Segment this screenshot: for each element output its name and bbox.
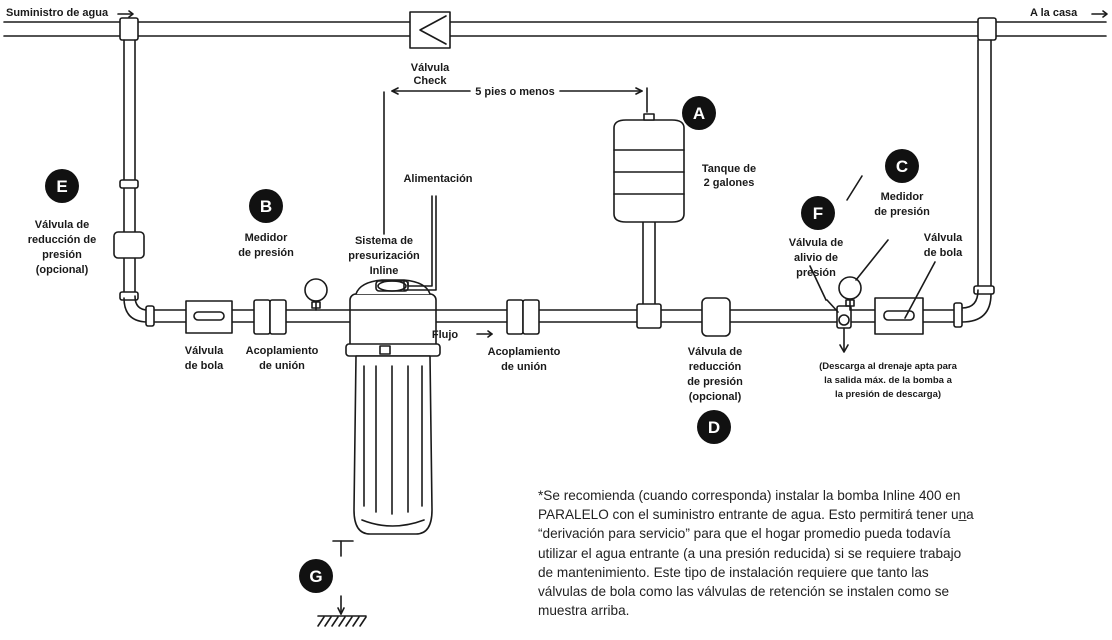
svg-text:Tanque de: Tanque de: [702, 163, 756, 175]
svg-text:de bola: de bola: [185, 360, 224, 372]
svg-text:la presión de descarga): la presión de descarga): [835, 389, 941, 400]
svg-text:Medidor: Medidor: [881, 191, 924, 203]
clearance-dimension-g: [317, 540, 367, 617]
label-union-right: Acoplamiento de unión: [488, 346, 561, 373]
pressure-tank: [613, 113, 685, 223]
svg-text:Válvula de: Válvula de: [688, 346, 742, 358]
svg-text:A: A: [693, 104, 705, 123]
svg-text:Sistema de: Sistema de: [355, 235, 413, 247]
union-coupling-right: [506, 299, 540, 335]
ball-valve-left: [185, 300, 233, 334]
note-line: utilizar el agua entrante (a una presión…: [538, 545, 962, 561]
svg-text:D: D: [708, 418, 720, 437]
svg-text:(opcional): (opcional): [689, 391, 742, 403]
label-tank: Tanque de 2 galones: [702, 163, 756, 189]
svg-text:presurización: presurización: [348, 250, 420, 262]
top-pipe: [3, 21, 1107, 37]
svg-text:Inline: Inline: [370, 265, 399, 277]
label-flow: Flujo: [432, 329, 459, 341]
pressure-gauge-b: [304, 278, 328, 311]
svg-text:Válvula de: Válvula de: [789, 237, 843, 249]
svg-text:C: C: [896, 157, 908, 176]
relief-valve-f: [826, 299, 852, 353]
label-distance: 5 pies o menos: [475, 86, 554, 98]
leader-lines: [383, 91, 936, 319]
svg-text:reducción: reducción: [689, 361, 742, 373]
label-discharge: (Descarga al drenaje apta para la salida…: [819, 361, 958, 400]
svg-text:Válvula: Válvula: [411, 62, 450, 74]
svg-text:Acoplamiento: Acoplamiento: [246, 345, 319, 357]
note-line: *Se recomienda (cuando corresponda) inst…: [538, 488, 961, 503]
svg-text:de presión: de presión: [238, 247, 294, 259]
svg-text:Válvula de: Válvula de: [35, 219, 89, 231]
label-relief-valve: Válvula de alivio de presión: [789, 237, 843, 279]
svg-text:Medidor: Medidor: [245, 232, 288, 244]
note-line: muestra arriba.: [538, 603, 630, 619]
svg-text:presión: presión: [42, 249, 82, 261]
note-line: de mantenimiento. Este tipo de instalaci…: [538, 564, 929, 580]
top-right-tee: [977, 17, 997, 41]
svg-text:de unión: de unión: [501, 361, 547, 373]
svg-text:B: B: [260, 197, 272, 216]
top-left-tee: [119, 17, 139, 41]
label-gauge-b: Medidor de presión: [238, 232, 294, 259]
pressure-gauge-c: [838, 276, 862, 311]
badge-d: D: [697, 410, 731, 444]
prv-d-body: [701, 297, 731, 337]
svg-text:(Descarga al drenaje apta para: (Descarga al drenaje apta para: [819, 361, 958, 372]
svg-text:la salida máx. de la bomba a: la salida máx. de la bomba a: [824, 375, 952, 386]
label-gauge-c: Medidor de presión: [874, 191, 930, 218]
svg-text:presión: presión: [796, 267, 836, 279]
check-valve-icon: [409, 11, 451, 49]
direction-arrows: [117, 10, 1108, 338]
svg-text:de unión: de unión: [259, 360, 305, 372]
label-power: Alimentación: [403, 173, 472, 185]
label-check-valve: Válvula Check: [411, 62, 450, 87]
label-prv-d: Válvula de reducción de presión (opciona…: [687, 346, 743, 403]
badge-a: A: [682, 96, 716, 130]
badge-g: G: [299, 559, 333, 593]
union-coupling-left: [253, 299, 287, 335]
label-ball-valve-left: Válvula de bola: [185, 345, 224, 372]
label-union-left: Acoplamiento de unión: [246, 345, 319, 372]
svg-text:Check: Check: [413, 75, 447, 87]
tank-riser: [636, 221, 662, 329]
svg-text:Acoplamiento: Acoplamiento: [488, 346, 561, 358]
svg-text:Válvula: Válvula: [924, 232, 963, 244]
svg-text:F: F: [813, 204, 823, 223]
svg-text:G: G: [309, 567, 322, 586]
label-ball-valve-right: Válvula de bola: [924, 232, 963, 259]
installation-note: *Se recomienda (cuando corresponda) inst…: [538, 486, 1058, 620]
badge-c: C: [885, 149, 919, 183]
svg-text:Válvula: Válvula: [185, 345, 224, 357]
svg-text:alivio de: alivio de: [794, 252, 838, 264]
right-vertical-pipe: [961, 39, 995, 323]
svg-text:de bola: de bola: [924, 247, 963, 259]
left-vertical-pipe: [119, 39, 149, 323]
svg-text:de presión: de presión: [687, 376, 743, 388]
note-line: válvulas de bola como las válvulas de re…: [538, 584, 950, 600]
label-prv-e: Válvula de reducción de presión (opciona…: [28, 219, 96, 276]
prv-e-body: [113, 231, 145, 259]
badge-b: B: [249, 189, 283, 223]
pressurization-system-unit: [345, 279, 441, 535]
svg-text:de presión: de presión: [874, 206, 930, 218]
note-line: PARALELO con el suministro entrante de a…: [538, 507, 974, 523]
svg-text:2 galones: 2 galones: [704, 177, 755, 189]
ground-hatch: [317, 616, 367, 627]
label-to-house: A la casa: [1030, 7, 1078, 19]
svg-text:reducción de: reducción de: [28, 234, 96, 246]
badge-e: E: [45, 169, 79, 203]
badge-f: F: [801, 196, 835, 230]
svg-text:E: E: [56, 177, 67, 196]
ball-valve-right: [874, 297, 924, 335]
svg-text:(opcional): (opcional): [36, 264, 89, 276]
power-cord: [403, 195, 437, 291]
note-line: “derivación para servicio” para que el h…: [538, 526, 951, 542]
label-supply: Suministro de agua: [6, 7, 109, 19]
distance-dimension: [391, 87, 648, 113]
label-system: Sistema de presurización Inline: [348, 235, 420, 277]
